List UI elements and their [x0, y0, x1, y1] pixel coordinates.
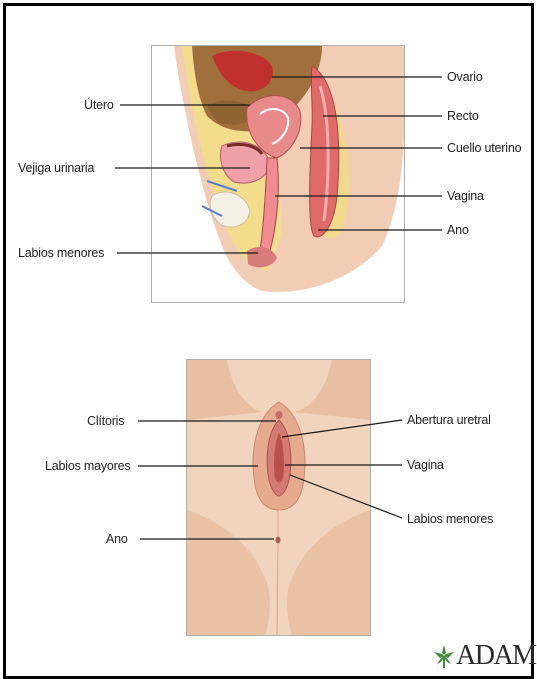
label-labios-menores-bottom: Labios menores [407, 512, 493, 526]
label-clitoris: Clítoris [87, 414, 124, 428]
label-utero: Útero [84, 98, 114, 112]
label-ano-top: Ano [447, 223, 469, 237]
label-vagina-bottom: Vagina [407, 458, 444, 472]
logo-text: ADAM [456, 641, 536, 671]
label-ovario: Ovario [447, 70, 483, 84]
adam-logo: ADAM [432, 641, 536, 671]
label-vejiga-urinaria: Vejiga urinaria [18, 161, 94, 175]
label-ano-bottom: Ano [106, 532, 128, 546]
label-cuello-uterino: Cuello uterino [447, 141, 521, 155]
label-abertura-uretral: Abertura uretral [407, 413, 491, 427]
leaf-star-icon [432, 643, 456, 669]
label-recto: Recto [447, 109, 479, 123]
label-vagina-top: Vagina [447, 189, 484, 203]
label-labios-mayores: Labios mayores [45, 459, 130, 473]
label-labios-menores-top: Labios menores [18, 246, 104, 260]
